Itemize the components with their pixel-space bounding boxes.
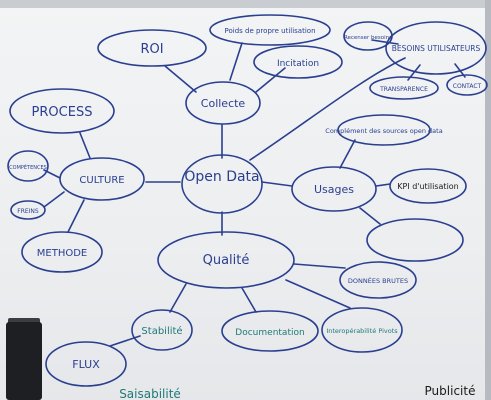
link-collecte-poids [229, 42, 243, 81]
label-roi: ROI [140, 42, 163, 57]
label-culture: CULTURE [79, 175, 124, 186]
link-qualite-doc [241, 287, 257, 313]
board-frame-top [0, 0, 491, 8]
label-methode: METHODE [37, 248, 87, 259]
label-flux: FLUX [72, 358, 100, 371]
link-culture-methode [67, 199, 85, 233]
bubble-besoins [385, 21, 487, 75]
bubble-documentation [221, 310, 319, 352]
bubble-contact [446, 74, 488, 96]
bubble-transparence [369, 76, 439, 100]
bubble-poids [209, 14, 331, 46]
bubble-competences [7, 150, 49, 182]
bubble-freins [10, 200, 46, 220]
board-frame-right [485, 0, 491, 400]
bubble-methode [21, 231, 103, 273]
bubble-incitation [253, 45, 343, 79]
link-center-usages [261, 181, 293, 187]
label-center-1: Open Data [184, 169, 259, 185]
label-complement: Complément des sources open data [325, 127, 442, 135]
label-brutes: DONNÉES BRUTES [348, 276, 408, 285]
bubble-roi [97, 29, 207, 67]
bubble-collecte [185, 81, 261, 125]
link-collecte-incitation [255, 67, 286, 93]
bubble-process [9, 88, 115, 134]
link-stab-flux [109, 335, 141, 347]
bubble-complement [337, 114, 431, 146]
link-besoins-red [371, 39, 399, 45]
link-usages-complement [339, 139, 356, 169]
label-freins: FREINS [17, 208, 39, 215]
link-collecte-roi [164, 65, 197, 93]
link-qualite-stab [169, 283, 187, 313]
bubble-usages [291, 166, 377, 212]
bubble-stabilite [131, 309, 193, 351]
bubble-brutes [339, 261, 417, 299]
label-interop: Interopérabilité Pivots [326, 327, 398, 335]
link-qualite-brutes [293, 263, 346, 269]
link-qualite-interop [285, 279, 351, 309]
label-stabilite: Stabilité [141, 325, 182, 337]
bubble-qualite [157, 231, 295, 289]
bubble-culture [59, 157, 145, 201]
label-documentation: Documentation [235, 328, 304, 338]
label-contact: CONTACT [453, 83, 482, 90]
bubble-empty [366, 218, 464, 262]
link-usages-kpi [375, 183, 391, 187]
bubble-interop [321, 307, 403, 353]
label-besoins: BESOINS UTILISATEURS [392, 44, 481, 53]
label-bottom-left: Saisabilité [119, 387, 181, 400]
link-culture-process [79, 132, 91, 159]
bubble-center [181, 154, 263, 214]
label-process: PROCESS [32, 105, 93, 120]
link-culture-freins [43, 191, 65, 208]
label-kpi: KPI d'utilisation [397, 182, 459, 191]
label-transparence: TRANSPARENCE [379, 86, 428, 93]
label-competences: COMPÉTENCES [9, 163, 47, 171]
label-poids: Poids de propre utilisation [225, 27, 316, 35]
label-usages: Usages [314, 183, 354, 196]
link-usages-empty [359, 207, 381, 225]
label-collecte: Collecte [201, 97, 246, 110]
label-bottom-right: Publicité [425, 384, 476, 398]
link-center-besoins [249, 57, 406, 161]
bubble-kpi [389, 168, 467, 204]
label-incitation: Incitation [277, 59, 319, 69]
board-eraser [6, 322, 42, 400]
label-besoins-red: Recenser besoins [344, 35, 392, 41]
label-qualite: Qualité [203, 253, 250, 268]
bubble-flux [45, 341, 127, 387]
